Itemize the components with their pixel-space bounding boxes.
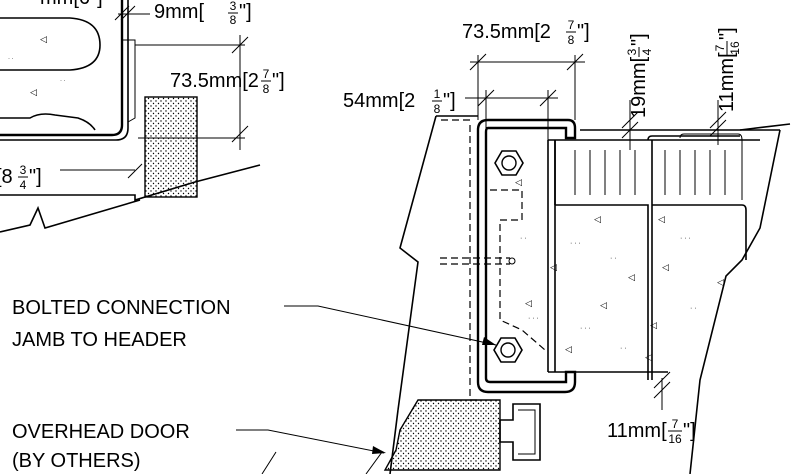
svg-text:· · ·: · · · <box>680 235 691 242</box>
dim-right-73-5mm: 73.5mm[2 7 8 "] <box>462 18 590 47</box>
wood-block-hatch <box>574 133 743 200</box>
left-jamb-lip <box>122 39 136 123</box>
dim-right-11mm-bottom: 11mm[ 7 16 "] <box>607 417 696 446</box>
dim-left-8-3-4: [8 3 4 "] <box>0 163 42 192</box>
left-concrete-void <box>0 17 101 71</box>
dim-left-73-5mm: 73.5mm[2 7 8 "] <box>170 67 285 96</box>
svg-text:◁: ◁ <box>515 177 522 187</box>
svg-text:7: 7 <box>568 18 575 32</box>
svg-text:◁: ◁ <box>628 272 635 282</box>
left-partial-detail: ◁ ◁ · · · · <box>0 0 261 233</box>
callout-door-line-1: OVERHEAD DOOR <box>12 421 190 443</box>
svg-text:16: 16 <box>668 432 682 446</box>
svg-text:· ·: · · <box>610 255 617 262</box>
svg-text:4: 4 <box>640 48 654 55</box>
left-door-panel <box>144 96 198 198</box>
svg-text:· · ·: · · · <box>528 315 539 322</box>
svg-text:11mm[: 11mm[ <box>607 420 667 442</box>
svg-text:8: 8 <box>230 13 237 27</box>
svg-text:8: 8 <box>434 102 441 116</box>
svg-text:· ·: · · <box>60 78 66 84</box>
svg-text:· ·: · · <box>620 345 627 352</box>
hex-bolt-top <box>494 150 524 176</box>
svg-text:◁: ◁ <box>30 87 37 97</box>
svg-text:◁: ◁ <box>565 344 572 354</box>
hex-bolt-bottom <box>493 337 523 363</box>
svg-text:3: 3 <box>625 48 639 55</box>
svg-text:7: 7 <box>263 67 270 81</box>
svg-text:16: 16 <box>728 41 742 55</box>
left-jamb-outer <box>0 0 124 137</box>
svg-text:· · ·: · · · <box>570 240 581 247</box>
callout-bolted-line-2: JAMB TO HEADER <box>12 329 187 351</box>
svg-text:· · ·: · · · <box>580 325 591 332</box>
callout-bolted-line-1: BOLTED CONNECTION <box>12 297 231 319</box>
svg-text:"]: "] <box>577 21 590 43</box>
svg-text:7: 7 <box>672 417 679 431</box>
right-main-detail: ◁ ◁ ◁ ◁ ◁ ◁ ◁ ◁ ◁ ◁ ◁ ◁ · · · · · · · · … <box>383 115 791 474</box>
svg-text:◁: ◁ <box>600 300 607 310</box>
svg-text:mm[6"]: mm[6"] <box>40 0 103 9</box>
svg-text:11mm[: 11mm[ <box>716 52 738 112</box>
wall-right-edge <box>689 129 781 474</box>
left-jamb-inner <box>0 0 129 141</box>
svg-text:◁: ◁ <box>717 277 724 287</box>
dim-top-left-edge: mm[6"] <box>40 0 103 9</box>
svg-text:◁: ◁ <box>658 214 665 224</box>
wall-left-edge <box>397 115 437 411</box>
svg-text:◁: ◁ <box>40 34 47 44</box>
overhead-door-panel <box>383 399 501 471</box>
dim-top-left-9mm: 9mm[ 3 8 "] <box>154 0 252 27</box>
dim-right-19mm: 19mm[ 3 4 "] <box>625 33 654 118</box>
callout-bolted-connection: BOLTED CONNECTION JAMB TO HEADER <box>12 297 497 351</box>
jamb-channel <box>476 118 577 394</box>
svg-text:◁: ◁ <box>594 214 601 224</box>
door-track <box>499 403 541 461</box>
svg-text:· ·: · · <box>520 235 527 242</box>
left-concrete-edge <box>0 113 96 131</box>
dim-right-54mm: 54mm[2 1 8 "] <box>343 87 456 116</box>
svg-text:· ·: · · <box>8 56 14 62</box>
svg-text:"]: "] <box>683 420 696 442</box>
svg-text:◁: ◁ <box>525 298 532 308</box>
svg-text:◁: ◁ <box>550 262 557 272</box>
callout-door-leader <box>236 429 385 454</box>
svg-text:"]: "] <box>716 27 738 40</box>
svg-text:◁: ◁ <box>645 352 652 362</box>
svg-text:· ·: · · <box>690 305 697 312</box>
svg-text:◁: ◁ <box>650 320 657 330</box>
svg-text:73.5mm[2: 73.5mm[2 <box>170 70 259 92</box>
svg-text:[8: [8 <box>0 166 13 188</box>
svg-text:54mm[2: 54mm[2 <box>343 90 415 112</box>
callout-bolted-leader <box>284 305 497 346</box>
svg-text:73.5mm[2: 73.5mm[2 <box>462 21 551 43</box>
svg-text:"]: "] <box>239 1 252 23</box>
svg-text:"]: "] <box>29 166 42 188</box>
svg-text:3: 3 <box>20 163 27 177</box>
svg-text:4: 4 <box>20 178 27 192</box>
svg-text:8: 8 <box>568 33 575 47</box>
svg-text:9mm[: 9mm[ <box>154 1 204 23</box>
svg-text:19mm[: 19mm[ <box>628 56 650 118</box>
left-base-line <box>0 164 261 202</box>
callout-overhead-door: OVERHEAD DOOR (BY OTHERS) <box>12 421 386 474</box>
svg-text:8: 8 <box>263 82 270 96</box>
svg-text:"]: "] <box>272 70 285 92</box>
svg-text:1: 1 <box>434 87 441 101</box>
callout-door-line-2: (BY OTHERS) <box>12 450 141 472</box>
left-break-line <box>0 199 141 233</box>
dim-right-11mm-top: 11mm[ 7 16 "] <box>713 27 742 112</box>
svg-text:3: 3 <box>230 0 237 13</box>
svg-text:7: 7 <box>713 44 727 51</box>
svg-text:◁: ◁ <box>662 262 669 272</box>
svg-text:"]: "] <box>628 33 650 46</box>
right-dimension-lines <box>465 53 727 410</box>
svg-text:"]: "] <box>443 90 456 112</box>
